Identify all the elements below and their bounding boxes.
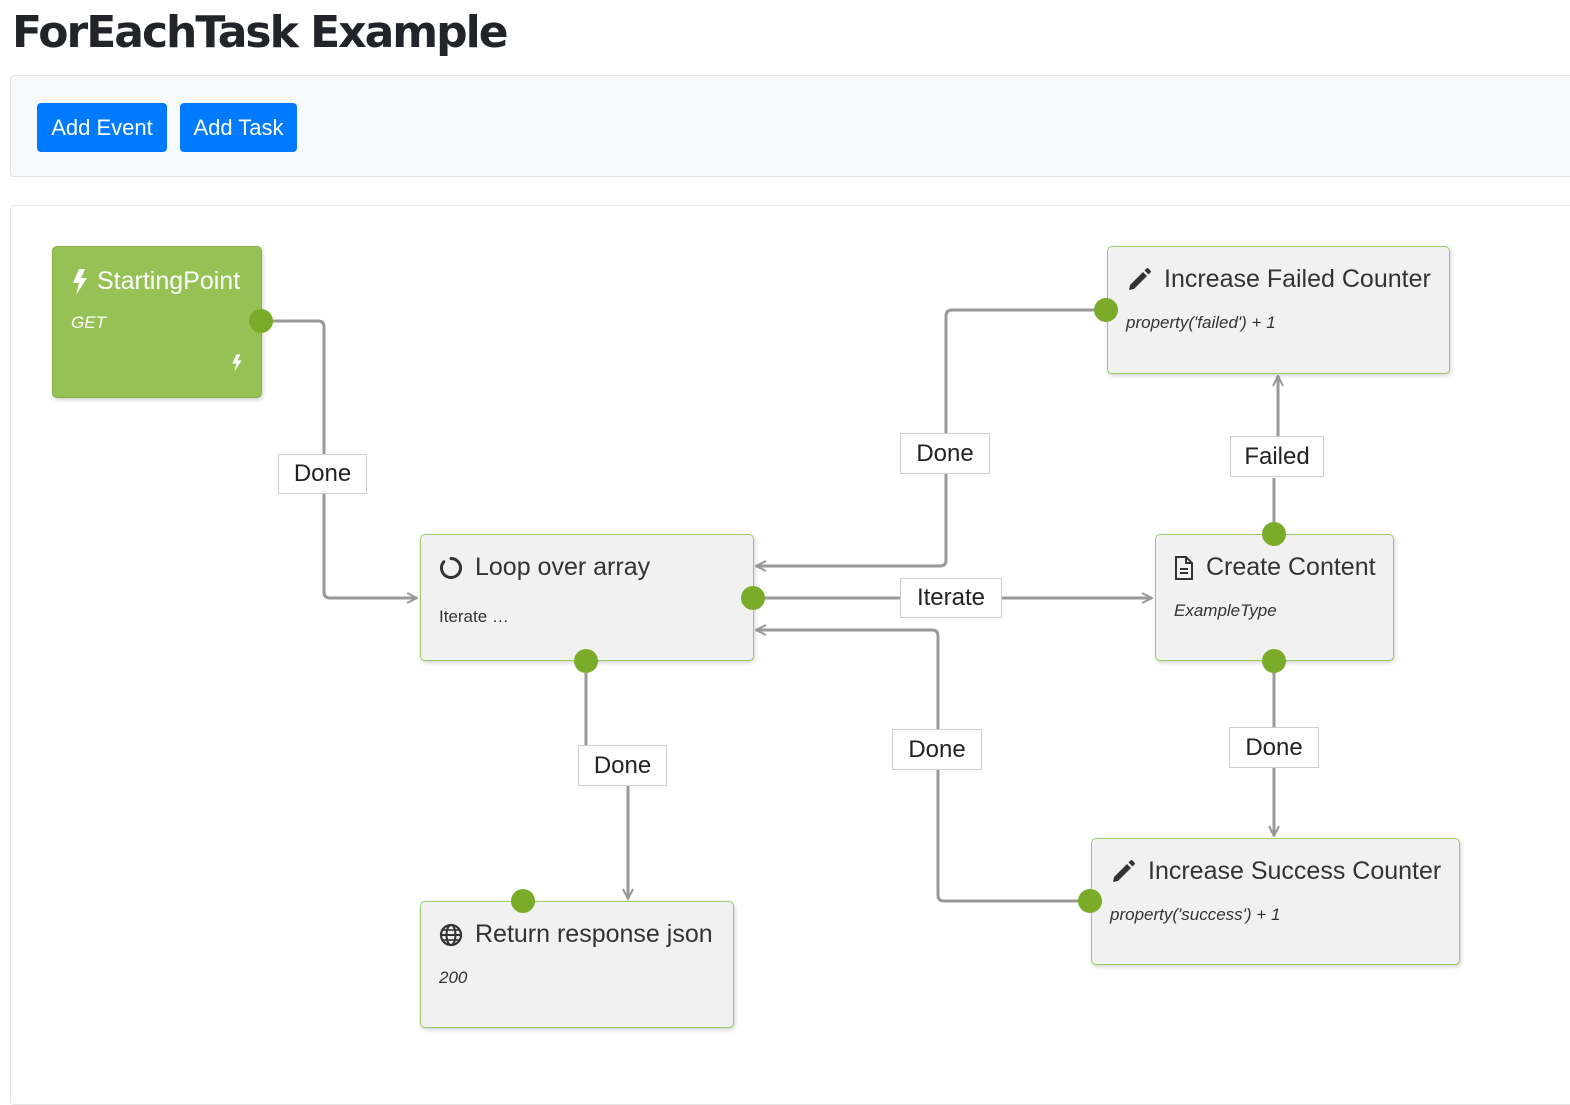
- node-title: Loop over array: [475, 553, 651, 581]
- edge-loop-to-return[interactable]: [584, 661, 628, 899]
- node-starting-point[interactable]: StartingPoint GET: [52, 246, 262, 398]
- port-loop-done-out[interactable]: [574, 649, 598, 673]
- node-return-response[interactable]: Return response json 200: [420, 901, 734, 1028]
- pencil-icon: [1110, 859, 1136, 885]
- edge-label-create-to-success[interactable]: Done: [1229, 727, 1319, 768]
- pencil-icon: [1126, 267, 1152, 293]
- node-subtitle: 200: [439, 968, 468, 987]
- toolbar: Add Event Add Task: [10, 75, 1570, 177]
- globe-icon: [439, 923, 463, 947]
- document-icon: [1174, 555, 1194, 580]
- edge-label-success-to-loop[interactable]: Done: [892, 729, 982, 770]
- node-create-content[interactable]: Create Content ExampleType: [1155, 534, 1394, 661]
- node-increase-failed-counter[interactable]: Increase Failed Counter property('failed…: [1107, 246, 1450, 374]
- node-loop-over-array[interactable]: Loop over array Iterate …: [420, 534, 754, 661]
- node-subtitle: property('success') + 1: [1110, 905, 1281, 924]
- edge-label-create-to-failed[interactable]: Failed: [1230, 436, 1324, 477]
- node-title: Return response json: [475, 920, 713, 948]
- port-increase-success-out[interactable]: [1078, 889, 1102, 913]
- node-subtitle: property('failed') + 1: [1126, 313, 1276, 332]
- node-subtitle: Iterate …: [439, 607, 509, 626]
- edge-label-failed-to-loop[interactable]: Done: [900, 433, 990, 474]
- port-increase-failed-out[interactable]: [1094, 298, 1118, 322]
- port-return-response-in[interactable]: [511, 889, 535, 913]
- port-create-content-failed-out[interactable]: [1262, 522, 1286, 546]
- add-event-button[interactable]: Add Event: [37, 103, 167, 152]
- circle-loop-icon: [439, 556, 463, 580]
- node-subtitle: GET: [71, 313, 106, 332]
- node-title: StartingPoint: [97, 267, 241, 295]
- lightning-bolt-icon: [71, 268, 89, 295]
- node-title: Increase Failed Counter: [1164, 265, 1431, 293]
- edge-label-start-to-loop[interactable]: Done: [278, 454, 367, 494]
- node-title: Increase Success Counter: [1148, 857, 1442, 885]
- port-loop-iterate-out[interactable]: [741, 586, 765, 610]
- page-title: ForEachTask Example: [12, 7, 509, 58]
- edge-label-loop-to-return[interactable]: Done: [578, 745, 667, 786]
- node-subtitle: ExampleType: [1174, 601, 1277, 620]
- port-starting-point-out[interactable]: [249, 309, 273, 333]
- node-title: Create Content: [1206, 553, 1376, 581]
- port-create-content-done-out[interactable]: [1262, 649, 1286, 673]
- node-increase-success-counter[interactable]: Increase Success Counter property('succe…: [1091, 838, 1460, 965]
- edge-label-loop-iterate[interactable]: Iterate: [900, 578, 1002, 618]
- lightning-bolt-icon: [231, 353, 243, 373]
- add-task-button[interactable]: Add Task: [180, 103, 297, 152]
